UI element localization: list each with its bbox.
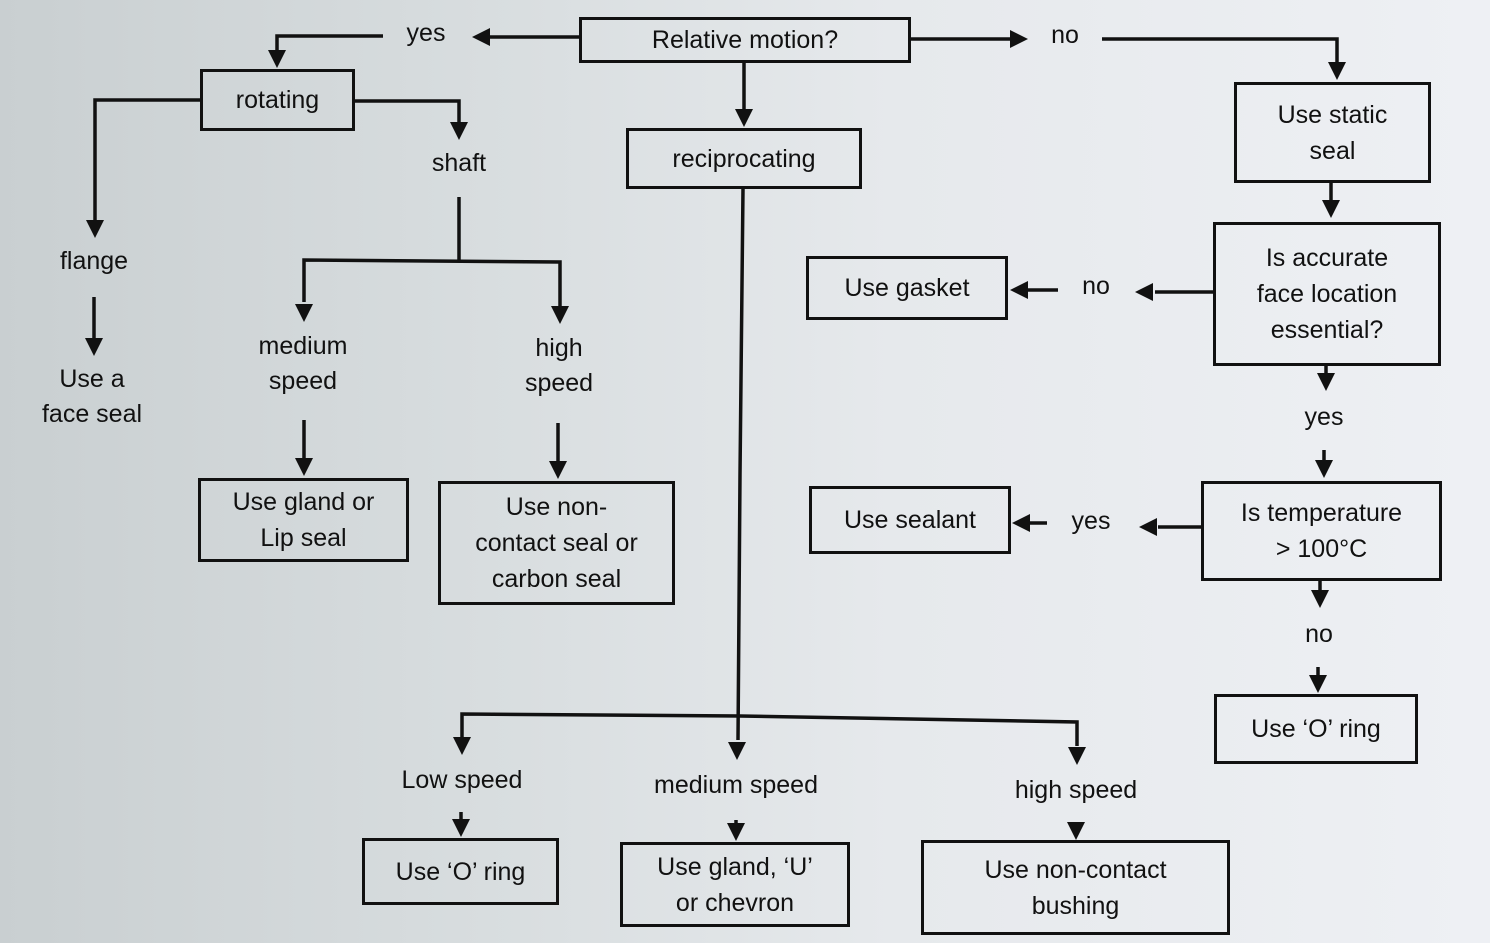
arrowhead-static-seal — [1328, 62, 1346, 80]
arrowhead-shaft — [450, 122, 468, 140]
connector-yes-rotating — [275, 34, 383, 52]
arrowhead-reciprocating — [735, 109, 753, 127]
arrowhead-motion-no — [1010, 30, 1028, 48]
arrowhead-accurate-yes — [1317, 373, 1335, 391]
arrowhead-accurate — [1322, 200, 1340, 218]
connector-reciprocating-trunk — [736, 188, 745, 741]
arrowhead-medium-recip — [728, 742, 746, 760]
label-no-motion: no — [1051, 21, 1079, 49]
connector-reciprocating-branches — [460, 712, 1079, 746]
node-use-non-contact-bushing: Use non-contact bushing — [921, 840, 1230, 935]
node-rotating: rotating — [200, 69, 355, 131]
arrowhead-noncontact-carbon — [549, 461, 567, 479]
label-flange: flange — [59, 247, 129, 275]
node-use-sealant: Use sealant — [809, 486, 1011, 554]
arrowhead-temperature — [1315, 460, 1333, 478]
node-use-gland-u-or-chevron: Use gland, ‘U’ or chevron — [620, 842, 850, 927]
label-shaft: shaft — [431, 149, 487, 177]
arrowhead-o-ring-low — [452, 819, 470, 837]
node-use-o-ring-static: Use ‘O’ ring — [1214, 694, 1418, 764]
arrowhead-non-contact-bushing — [1067, 822, 1085, 840]
arrowhead-accurate-no — [1135, 283, 1153, 301]
connector-rotating-shaft — [355, 99, 461, 122]
label-low-speed-reciprocating: Low speed — [401, 766, 523, 794]
node-use-gasket: Use gasket — [806, 256, 1008, 320]
arrowhead-high-recip — [1068, 747, 1086, 765]
connector-shaft-branches — [302, 258, 562, 306]
arrowhead-sealant — [1012, 514, 1030, 532]
arrowhead-face-seal — [85, 338, 103, 356]
arrowhead-o-ring-static — [1309, 675, 1327, 693]
label-high-speed-reciprocating: high speed — [1014, 776, 1138, 804]
node-use-gland-or-lip-seal: Use gland or Lip seal — [198, 478, 409, 562]
arrowhead-flange — [86, 220, 104, 238]
node-use-o-ring-low-speed: Use ‘O’ ring — [362, 838, 559, 905]
label-yes-accurate: yes — [1304, 403, 1344, 431]
node-use-non-contact-or-carbon-seal: Use non- contact seal or carbon seal — [438, 481, 675, 605]
label-no-accurate: no — [1082, 272, 1110, 300]
arrowhead-gasket — [1010, 281, 1028, 299]
arrowhead-low-recip — [453, 737, 471, 755]
node-is-temperature: Is temperature > 100°C — [1201, 481, 1442, 581]
arrowhead-temperature-no — [1311, 590, 1329, 608]
arrowhead-motion-yes — [472, 28, 490, 46]
node-use-static-seal: Use static seal — [1234, 82, 1431, 183]
label-no-temperature: no — [1305, 620, 1333, 648]
label-medium-speed-rotating: medium speed — [258, 332, 348, 395]
label-yes-motion: yes — [406, 19, 446, 47]
arrowhead-high-rot — [551, 306, 569, 324]
label-medium-speed-reciprocating: medium speed — [654, 771, 818, 799]
arrowhead-temperature-yes — [1139, 518, 1157, 536]
node-reciprocating: reciprocating — [626, 128, 862, 189]
arrowhead-gland-lip — [295, 458, 313, 476]
arrowhead-medium-rot — [295, 304, 313, 322]
connector-rotating-flange — [93, 98, 200, 220]
connector-no-static — [1102, 37, 1339, 62]
arrowhead-rotating — [268, 50, 286, 68]
node-accurate-face-location: Is accurate face location essential? — [1213, 222, 1441, 366]
label-high-speed-rotating: high speed — [524, 334, 594, 397]
label-use-face-seal: Use a face seal — [41, 365, 143, 428]
arrowhead-gland-chevron — [727, 823, 745, 841]
label-yes-temperature: yes — [1071, 507, 1111, 535]
node-relative-motion: Relative motion? — [579, 17, 911, 63]
